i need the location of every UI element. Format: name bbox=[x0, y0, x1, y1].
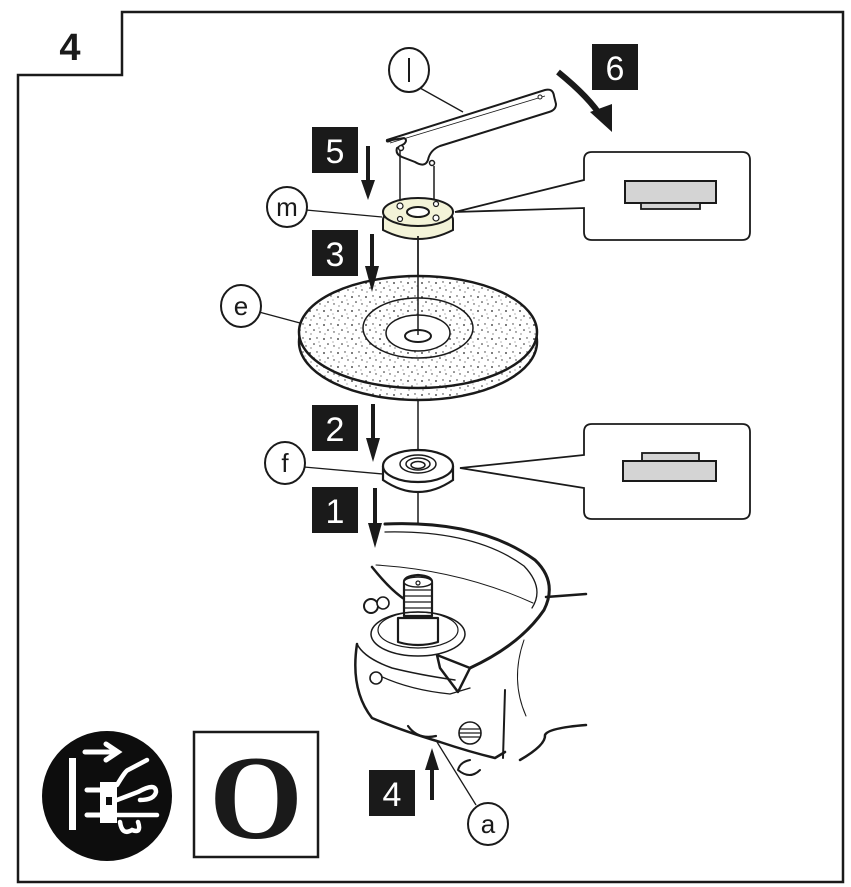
figure-frame bbox=[16, 10, 845, 884]
unplug-symbol-icon bbox=[42, 731, 172, 861]
part-callout-a: a bbox=[436, 741, 509, 846]
part-callout-e: e bbox=[220, 284, 301, 328]
svg-text:f: f bbox=[281, 448, 289, 478]
lock-nut-detail-callout bbox=[454, 151, 751, 241]
step-5: 5 bbox=[312, 127, 375, 200]
svg-text:5: 5 bbox=[326, 133, 345, 171]
step-6: 6 bbox=[556, 44, 638, 132]
svg-text:O: O bbox=[209, 731, 302, 864]
svg-text:3: 3 bbox=[326, 236, 345, 274]
svg-text:6: 6 bbox=[606, 50, 625, 88]
angle-grinder bbox=[354, 522, 588, 776]
svg-text:e: e bbox=[234, 291, 248, 321]
svg-text:a: a bbox=[481, 809, 496, 839]
lock-nut bbox=[382, 197, 454, 240]
inner-flange-detail-callout bbox=[459, 423, 751, 520]
svg-text:1: 1 bbox=[326, 493, 345, 531]
step-3: 3 bbox=[312, 230, 379, 292]
grinding-wheel bbox=[297, 236, 539, 402]
part-callout-l bbox=[388, 47, 464, 113]
step-4: 4 bbox=[369, 748, 439, 816]
part-callout-m: m bbox=[266, 186, 383, 228]
step-1: 1 bbox=[312, 487, 382, 548]
svg-text:4: 4 bbox=[383, 776, 402, 814]
inner-flange bbox=[381, 448, 455, 493]
part-callout-f: f bbox=[264, 441, 384, 485]
figure-number: 4 bbox=[59, 27, 80, 69]
svg-text:m: m bbox=[276, 192, 298, 222]
step-2: 2 bbox=[312, 404, 380, 462]
svg-text:2: 2 bbox=[326, 411, 345, 449]
spanner bbox=[385, 88, 558, 212]
off-switch-symbol-icon: O bbox=[192, 730, 320, 864]
